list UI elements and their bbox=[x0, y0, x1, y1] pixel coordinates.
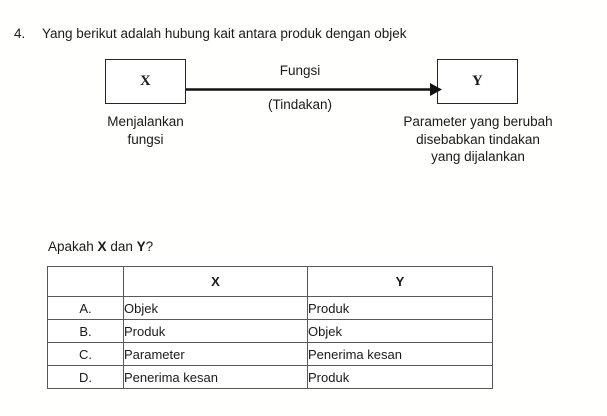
diagram-node-y-label: Y bbox=[472, 73, 483, 89]
diagram-node-y: Y bbox=[437, 59, 518, 104]
option-key-a: A. bbox=[47, 296, 124, 320]
arrow-icon bbox=[186, 83, 442, 96]
table-row[interactable]: D. Penerima kesan Produk bbox=[47, 365, 493, 389]
caption-x-line1: Menjalankan bbox=[107, 114, 184, 129]
option-key-b: B. bbox=[47, 319, 124, 343]
arrow-label-above: Fungsi bbox=[279, 63, 321, 78]
table-header-y: Y bbox=[307, 266, 493, 297]
answer-prompt: Apakah X dan Y? bbox=[48, 238, 153, 255]
diagram-node-x-caption: Menjalankan fungsi bbox=[73, 113, 218, 148]
table-header-key bbox=[47, 266, 124, 297]
option-b-y: Objek bbox=[307, 319, 493, 343]
option-c-y: Penerima kesan bbox=[307, 342, 493, 366]
answer-prompt-before: Apakah bbox=[48, 239, 98, 254]
caption-y-line2: disebabkan tindakan bbox=[416, 131, 540, 147]
relationship-diagram: X Y Fungsi (Tindakan) Menjalankan fungsi… bbox=[73, 59, 578, 166]
option-b-x: Produk bbox=[123, 319, 308, 343]
table-row[interactable]: A. Objek Produk bbox=[47, 296, 493, 320]
options-table: X Y A. Objek Produk B. Produk Objek C. P… bbox=[47, 266, 493, 389]
option-d-x: Penerima kesan bbox=[123, 365, 308, 389]
option-a-x: Objek bbox=[123, 296, 308, 320]
table-row[interactable]: B. Produk Objek bbox=[47, 319, 493, 343]
caption-y-line3: yang dijalankan bbox=[431, 149, 525, 164]
option-a-y: Produk bbox=[307, 296, 493, 320]
answer-prompt-after: ? bbox=[145, 239, 154, 254]
diagram-node-y-caption: Parameter yang berubah disebabkan tindak… bbox=[378, 113, 578, 166]
answer-prompt-x: X bbox=[97, 239, 107, 254]
caption-x-line2: fungsi bbox=[127, 131, 164, 147]
diagram-node-x-label: X bbox=[140, 73, 151, 89]
table-header-x: X bbox=[123, 266, 308, 297]
option-key-c: C. bbox=[47, 342, 124, 366]
table-header-row: X Y bbox=[47, 266, 493, 297]
question-line: 4. Yang berikut adalah hubung kait antar… bbox=[14, 25, 407, 42]
diagram-node-x: X bbox=[105, 59, 186, 104]
answer-prompt-y: Y bbox=[136, 239, 146, 254]
option-c-x: Parameter bbox=[123, 342, 308, 366]
option-d-y: Produk bbox=[307, 365, 493, 389]
caption-y-line1: Parameter yang berubah bbox=[403, 114, 553, 129]
question-text: Yang berikut adalah hubung kait antara p… bbox=[42, 26, 407, 41]
option-key-d: D. bbox=[47, 365, 124, 389]
arrow-label-below: (Tindakan) bbox=[267, 97, 333, 112]
table-row[interactable]: C. Parameter Penerima kesan bbox=[47, 342, 493, 366]
question-number: 4. bbox=[14, 26, 26, 41]
answer-prompt-middle: dan bbox=[106, 239, 137, 254]
